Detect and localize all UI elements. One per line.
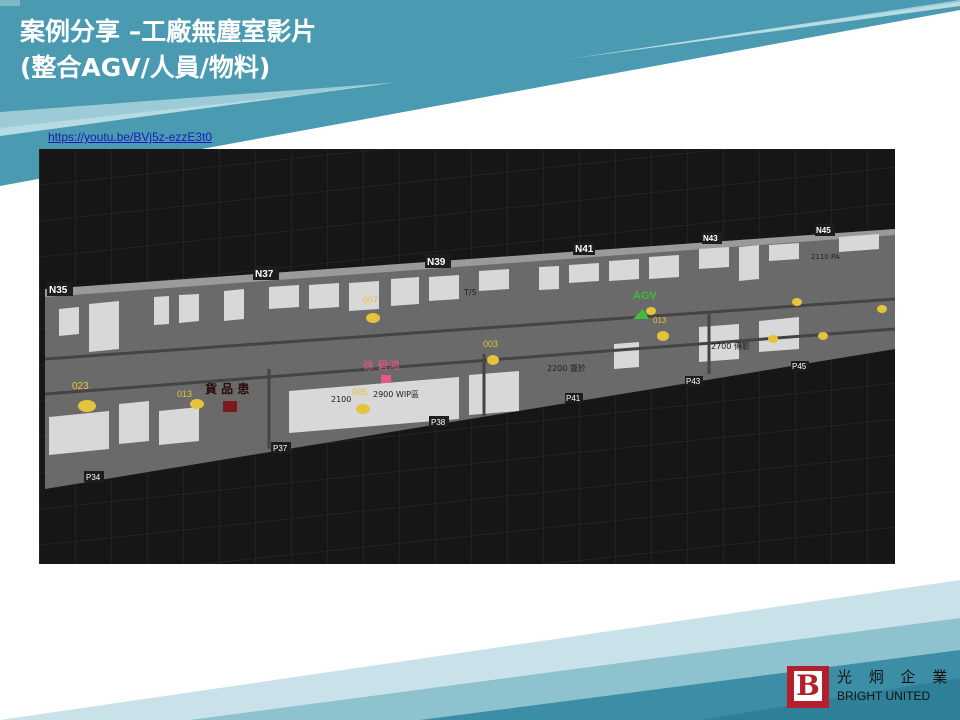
bottom-labels: P34 P37 P38 P41 P43 P45 [84,361,809,482]
cleanroom-map: N35 N37 N39 N41 N43 N45 P34 P37 P38 P41 … [39,149,895,564]
title-line-2: (整合AGV/人員/物料) [20,53,271,82]
material-label: 貨 品 患 [205,381,249,396]
person-label: 徐 碧鴻 [363,358,400,372]
column-label-n39: N39 [427,257,446,268]
room-blocks [49,234,879,455]
slide-title: 案例分享 –工廠無塵室影片 (整合AGV/人員/物料) [20,14,316,86]
header-background [0,0,960,186]
area-labels: T/S 2100 2900 WIP區 2200 督於 2700 傳影 2110 … [331,253,840,404]
map-strip [45,229,895,489]
column-label-n45: N45 [816,226,831,235]
area-label-2100: 2100 [331,395,351,404]
svg-text:023: 023 [72,381,89,392]
bottom-label-p41: P41 [566,394,581,403]
marker-013 [190,399,204,409]
logo-chinese-name: 光 炯 企 業 [837,668,954,686]
svg-text:005: 005 [352,387,367,397]
marker-007 [366,313,380,323]
marker-023 [78,400,96,412]
svg-text:003: 003 [483,339,498,349]
bottom-label-p38: P38 [431,418,446,427]
svg-text:007: 007 [363,295,378,305]
logo-letter: B [794,671,822,701]
bottom-label-p34: P34 [86,473,101,482]
bottom-label-p37: P37 [273,444,288,453]
marker-005 [356,404,370,414]
column-label-n37: N37 [255,269,274,280]
company-logo: B 光 炯 企 業 BRIGHT UNITED [787,666,947,708]
column-labels: N35 N37 N39 N41 N43 N45 [47,224,835,296]
logo-mark: B [787,666,829,708]
column-label-n35: N35 [49,285,68,296]
bottom-label-p43: P43 [686,377,701,386]
agv-label: AGV [633,290,658,302]
corridors [44,297,895,449]
area-label-wip: 2900 WIP區 [373,390,419,399]
area-label-2700: 2700 傳影 [711,341,750,351]
agv-marker: AGV [633,290,658,319]
area-label-ts: T/S [463,288,477,297]
video-frame[interactable]: N35 N37 N39 N41 N43 N45 P34 P37 P38 P41 … [39,149,895,564]
column-label-n41: N41 [575,244,594,255]
marker-003 [487,355,499,365]
material-marker: 貨 品 患 [205,381,249,412]
area-label-2200: 2200 督於 [547,363,586,373]
yellow-markers: 007 023 013 005 003 013 [72,295,887,414]
marker-013b [657,331,669,341]
logo-english-name: BRIGHT UNITED [837,689,931,703]
svg-text:013: 013 [653,316,667,325]
title-line-1: 案例分享 –工廠無塵室影片 [20,17,317,46]
svg-text:013: 013 [177,389,192,399]
video-link[interactable]: https://youtu.be/BVj5z-ezzE3t0 [48,130,213,144]
column-label-n43: N43 [703,234,718,243]
bottom-label-p45: P45 [792,362,807,371]
area-label-2110: 2110 PA [811,253,840,261]
person-marker: 徐 碧鴻 [363,358,400,383]
